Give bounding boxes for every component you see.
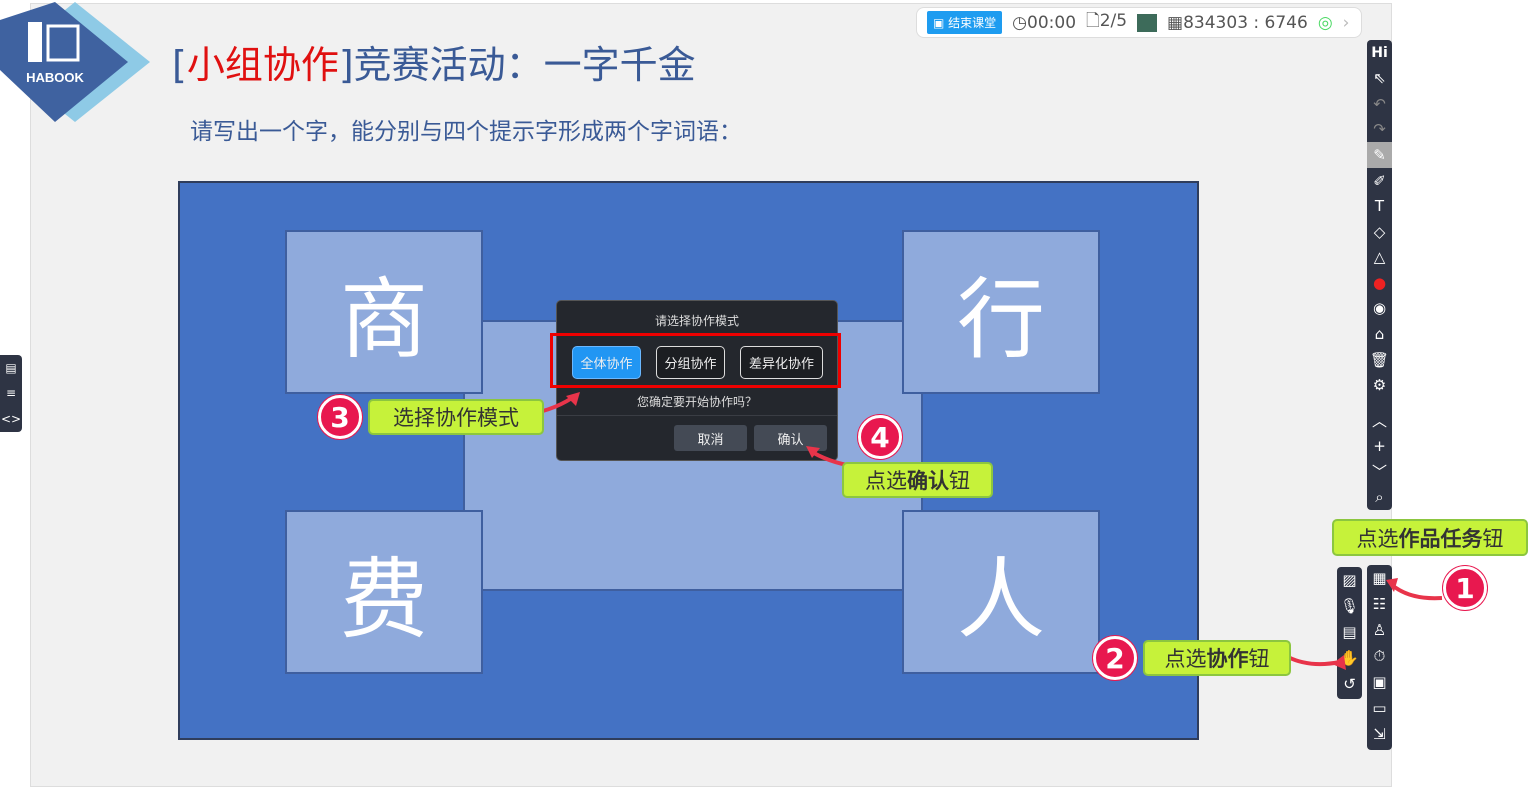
callout-text: 钮 bbox=[949, 469, 970, 493]
chevron-up-icon[interactable]: ︿ bbox=[1371, 411, 1387, 430]
pointer-icon[interactable]: ⇖ bbox=[1373, 69, 1386, 88]
callout-2: 点选协作钮 bbox=[1143, 640, 1291, 676]
callout-4: 点选确认钮 bbox=[842, 462, 993, 498]
plus-icon[interactable]: + bbox=[1373, 437, 1386, 456]
callout-text: 作品任务 bbox=[1398, 526, 1483, 551]
step-badge-3: 3 bbox=[318, 395, 362, 439]
mic-icon[interactable]: 🎙 bbox=[1339, 597, 1360, 615]
history-icon[interactable]: ↺ bbox=[1343, 675, 1356, 693]
trash-icon[interactable]: 🗑 bbox=[1369, 350, 1390, 369]
chevron-down-icon[interactable]: ﹀ bbox=[1371, 463, 1387, 482]
chevron-right-icon[interactable]: › bbox=[1342, 12, 1350, 33]
callout-text: 钮 bbox=[1482, 526, 1504, 551]
grid-icon[interactable]: ▦ bbox=[1372, 569, 1387, 587]
mode-all-button[interactable]: 全体协作 bbox=[572, 346, 641, 379]
undo-icon[interactable]: ↶ bbox=[1373, 94, 1386, 113]
callout-text: 确认 bbox=[907, 469, 949, 493]
folder-icon[interactable]: ▤ bbox=[1342, 623, 1357, 641]
end-class-label: 结束课堂 bbox=[948, 16, 997, 30]
page-icon: 🗋 bbox=[1086, 11, 1100, 31]
palette-icon[interactable]: ● bbox=[1372, 273, 1387, 292]
step-badge-4: 4 bbox=[858, 415, 902, 459]
checklist-icon[interactable]: ☷ bbox=[1372, 595, 1387, 613]
main-toolbar: Hi ⇖ ↶ ↷ ✎ ✐ T ◇ △ ● ◉ ⌂ 🗑 ⚙ ︿ + ﹀ ⌕ bbox=[1367, 40, 1392, 510]
camera-icon[interactable]: ◉ bbox=[1372, 299, 1387, 318]
cancel-button[interactable]: 取消 bbox=[674, 425, 747, 451]
step-badge-2: 2 bbox=[1093, 636, 1137, 680]
confirm-question: 您确定要开始协作吗？ bbox=[636, 395, 757, 409]
search-icon[interactable]: ⌕ bbox=[1375, 488, 1384, 507]
page-value: 2/5 bbox=[1099, 11, 1128, 31]
exit-icon[interactable]: ⇲ bbox=[1373, 725, 1386, 743]
page-title: [小组协作]竞赛活动：一字千金 bbox=[172, 43, 696, 87]
shape-icon[interactable]: △ bbox=[1373, 248, 1386, 267]
pen-icon[interactable]: ✎ bbox=[1367, 142, 1392, 168]
text-box-icon[interactable]: ▣ bbox=[1372, 673, 1387, 691]
user-icon[interactable]: ♙ bbox=[1372, 621, 1387, 639]
left-panel[interactable]: ▤ ≡ <> bbox=[0, 355, 22, 432]
bottom-toolbar: ▦ ☷ ♙ ⏱ ▣ ▭ ⇲ bbox=[1367, 565, 1392, 750]
thumbnail[interactable] bbox=[1137, 13, 1158, 32]
document-icon[interactable]: ▤ bbox=[5, 360, 17, 375]
collaboration-mode-dialog: 请选择协作模式 全体协作 分组协作 差异化协作 您确定要开始协作吗？ 取消 确认 bbox=[556, 300, 838, 461]
eraser-icon[interactable]: ◇ bbox=[1373, 222, 1386, 241]
room-code[interactable]: ▦834303 : 6746 bbox=[1167, 13, 1308, 33]
callout-1: 点选作品任务钮 bbox=[1332, 519, 1528, 556]
clear-icon[interactable]: ⌂ bbox=[1374, 324, 1385, 343]
class-status-bar: ▣ 结束课堂 ◷00:00 🗋2/5 ▦834303 : 6746 ◎ › bbox=[916, 7, 1362, 38]
signal-icon: ◎ bbox=[1317, 12, 1333, 33]
callout-text: 点选 bbox=[865, 469, 907, 493]
code-icon[interactable]: <> bbox=[0, 412, 22, 427]
dialog-title: 请选择协作模式 bbox=[654, 314, 739, 328]
callout-3: 选择协作模式 bbox=[368, 399, 544, 435]
svg-text:HABOOK: HABOOK bbox=[26, 70, 84, 85]
callout-text: 点选 bbox=[1164, 647, 1207, 671]
mode-differentiated-button[interactable]: 差异化协作 bbox=[740, 346, 823, 379]
hint-tile: 行 bbox=[902, 230, 1100, 394]
timer: ◷00:00 bbox=[1012, 13, 1076, 33]
confirm-button[interactable]: 确认 bbox=[754, 425, 827, 451]
hi-button[interactable]: Hi bbox=[1371, 44, 1388, 61]
highlighter-icon[interactable]: ✐ bbox=[1373, 171, 1386, 190]
sub-toolbar: ▨ 🎙 ▤ ✋ ↺ bbox=[1337, 567, 1362, 699]
callout-text: 钮 bbox=[1248, 647, 1270, 671]
timer-icon[interactable]: ⏱ bbox=[1373, 647, 1386, 665]
collaborate-icon[interactable]: ✋ bbox=[1340, 649, 1359, 667]
list-icon[interactable]: ≡ bbox=[5, 386, 17, 401]
habook-logo: HABOOK bbox=[0, 2, 150, 122]
instruction-text: 请写出一个字，能分别与四个提示字形成两个字词语： bbox=[190, 119, 742, 145]
text-icon[interactable]: T bbox=[1374, 197, 1385, 216]
timer-value: 00:00 bbox=[1027, 12, 1077, 33]
clock-icon: ◷ bbox=[1012, 12, 1028, 33]
callout-text: 点选 bbox=[1356, 526, 1399, 551]
image-icon[interactable]: ▨ bbox=[1342, 571, 1357, 589]
hint-tile: 商 bbox=[285, 230, 483, 394]
callout-text: 协作 bbox=[1206, 647, 1249, 671]
page-counter: 🗋2/5 bbox=[1086, 8, 1127, 37]
chart-icon[interactable]: ▭ bbox=[1372, 699, 1387, 717]
room-code-value: 834303 : 6746 bbox=[1183, 12, 1308, 33]
end-class-button[interactable]: ▣ 结束课堂 bbox=[927, 11, 1003, 34]
hint-tile: 费 bbox=[285, 510, 483, 674]
step-badge-1: 1 bbox=[1443, 566, 1487, 610]
gear-icon[interactable]: ⚙ bbox=[1372, 376, 1387, 395]
highlight-box bbox=[550, 333, 841, 388]
qr-icon: ▦ bbox=[1167, 12, 1184, 33]
mode-group-button[interactable]: 分组协作 bbox=[656, 346, 725, 379]
hint-tile: 人 bbox=[902, 510, 1100, 674]
arrow-1 bbox=[1390, 583, 1443, 601]
redo-icon[interactable]: ↷ bbox=[1373, 120, 1386, 139]
